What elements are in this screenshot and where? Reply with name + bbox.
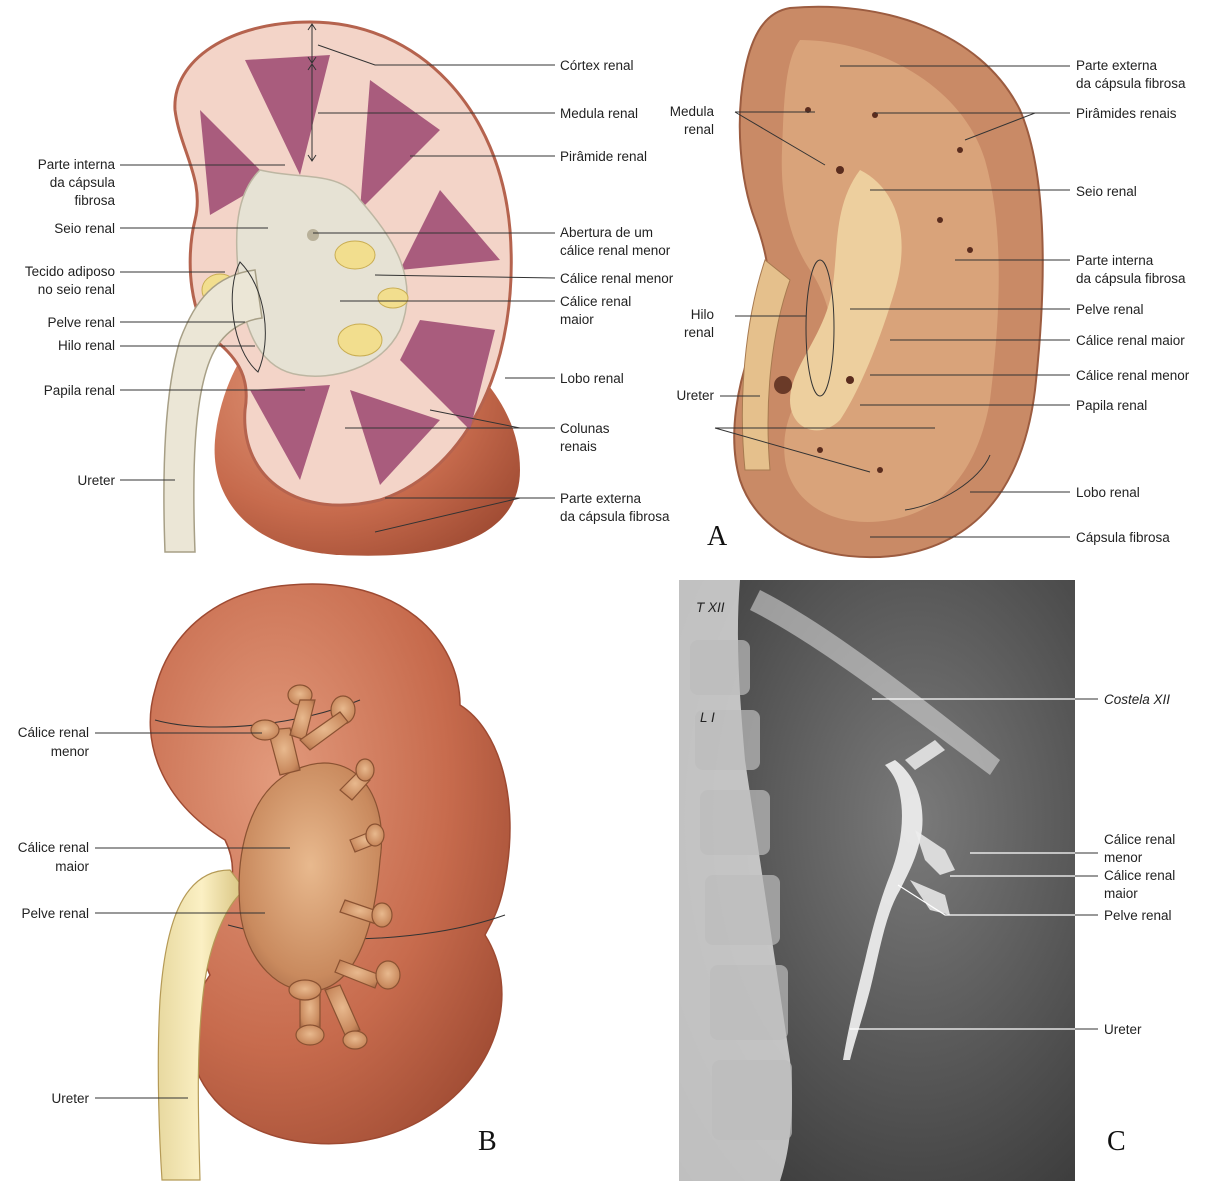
label-columns-2: renais [560,439,597,454]
label-b-minor-calyx-1: Cálice renal [18,725,89,740]
label-photo-ureter: Ureter [676,388,714,403]
label-photo-major-calyx: Cálice renal maior [1076,333,1185,348]
label-sinus-fat-2: no seio renal [38,282,115,297]
label-lobe: Lobo renal [560,371,624,386]
label-renal-sinus: Seio renal [54,221,115,236]
label-photo-minor-calyx: Cálice renal menor [1076,368,1190,383]
label-inner-capsule-1: Parte interna [38,157,116,172]
label-outer-capsule-1: Parte externa [560,491,642,506]
label-c-l1: L I [700,710,715,725]
label-c-t12: T XII [696,600,725,615]
label-photo-medulla-2: renal [684,122,714,137]
label-ureter: Ureter [77,473,115,488]
label-photo-medulla-1: Medula [670,104,715,119]
label-hilum: Hilo renal [58,338,115,353]
label-b-major-calyx-1: Cálice renal [18,840,89,855]
label-c-major-calyx-2: maior [1104,886,1138,901]
label-c-minor-calyx-1: Cálice renal [1104,832,1175,847]
label-papilla: Papila renal [44,383,115,398]
panel-a-photo-right-labels: Parte externa da cápsula fibrosa Pirâmide… [1076,58,1190,545]
label-medulla: Medula renal [560,106,638,121]
label-pyramid: Pirâmide renal [560,149,647,164]
label-c-rib: Costela XII [1104,692,1170,707]
label-inner-capsule-3: fibrosa [74,193,115,208]
label-photo-lobe: Lobo renal [1076,485,1140,500]
panel-c-xray [679,580,1075,1181]
label-photo-outer-capsule-2: da cápsula fibrosa [1076,76,1186,91]
panel-a-illustration-right-labels: Córtex renal Medula renal Pirâmide renal… [560,58,674,524]
label-photo-pyramids: Pirâmides renais [1076,106,1177,121]
label-photo-capsule: Cápsula fibrosa [1076,530,1170,545]
calyx-opening [307,229,319,241]
label-major-calyx-2: maior [560,312,594,327]
label-columns-1: Colunas [560,421,610,436]
label-cortex: Córtex renal [560,58,634,73]
label-b-pelvis: Pelve renal [21,906,89,921]
label-minor-calyx: Cálice renal menor [560,271,674,286]
label-photo-hilum-1: Hilo [691,307,714,322]
label-calyx-opening-1: Abertura de um [560,225,653,240]
label-major-calyx-1: Cálice renal [560,294,631,309]
label-outer-capsule-2: da cápsula fibrosa [560,509,670,524]
label-calyx-opening-2: cálice renal menor [560,243,671,258]
label-b-major-calyx-2: maior [55,859,89,874]
label-renal-pelvis: Pelve renal [47,315,115,330]
label-photo-sinus: Seio renal [1076,184,1137,199]
label-c-major-calyx-1: Cálice renal [1104,868,1175,883]
label-photo-papilla: Papila renal [1076,398,1147,413]
label-c-minor-calyx-2: menor [1104,850,1143,865]
panel-label-b: B [478,1126,497,1157]
panel-a-photo-left-labels: Medula renal Hilo renal Ureter [670,104,715,403]
label-c-ureter: Ureter [1104,1022,1142,1037]
panel-b-illustration [150,584,510,1180]
panel-a-illustration [164,22,520,556]
label-photo-inner-capsule-1: Parte interna [1076,253,1154,268]
label-photo-hilum-2: renal [684,325,714,340]
label-b-ureter: Ureter [51,1091,89,1106]
panel-a-illustration-left-labels: Parte interna da cápsula fibrosa Seio rena… [25,157,116,488]
panel-b-labels: Cálice renal menor Cálice renal maior Pelv… [18,725,90,1106]
label-photo-outer-capsule-1: Parte externa [1076,58,1158,73]
label-sinus-fat-1: Tecido adiposo [25,264,115,279]
label-photo-pelvis: Pelve renal [1076,302,1144,317]
panel-a-photograph [734,7,1042,557]
label-b-minor-calyx-2: menor [51,744,90,759]
label-inner-capsule-2: da cápsula [50,175,116,190]
panel-label-a: A [707,521,728,552]
label-c-pelvis: Pelve renal [1104,908,1172,923]
panel-label-c: C [1107,1126,1126,1157]
label-photo-inner-capsule-2: da cápsula fibrosa [1076,271,1186,286]
